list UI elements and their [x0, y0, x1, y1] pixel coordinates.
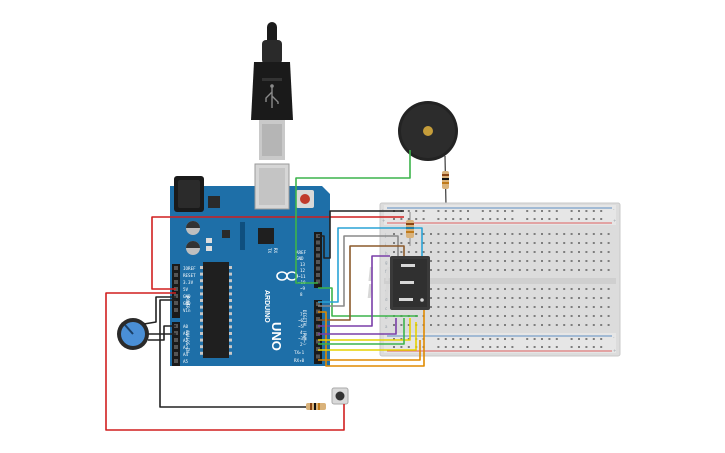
- usb-chip: [258, 228, 274, 244]
- pin-a1: A1: [183, 331, 189, 336]
- buzzer-center: [423, 126, 433, 136]
- resistor-buzzer[interactable]: [442, 171, 449, 189]
- pin-aref: AREF: [296, 250, 307, 255]
- rail-minus-bottom: -: [613, 335, 615, 340]
- arduino-infinity-icon: [276, 271, 298, 281]
- board-brand-label: ARDUINO: [263, 290, 270, 323]
- wire-gray: [318, 235, 399, 307]
- pin-a4: A4: [183, 352, 189, 357]
- pin-vin: Vin: [183, 308, 191, 313]
- pin-a0: A0: [183, 324, 189, 329]
- wires: [105, 150, 425, 431]
- board-model-label: UNO: [269, 322, 284, 351]
- wire-gnd-pot: [143, 296, 176, 325]
- pin-9: ~9: [300, 286, 306, 291]
- svg-text:g: g: [385, 260, 388, 265]
- wire-orange-1: [318, 310, 425, 367]
- pin-3v3: 3.3V: [183, 280, 194, 285]
- wire-orange-2: [318, 340, 421, 361]
- push-button[interactable]: [331, 387, 349, 405]
- pin-7: 7: [300, 312, 303, 317]
- svg-text:i: i: [385, 242, 386, 247]
- rail-plus-bottom: +: [613, 348, 616, 353]
- usb-cable[interactable]: [251, 22, 293, 160]
- breadboard[interactable]: - + - + - + j i h g f e d c b a: [379, 202, 621, 357]
- wire-purple-2: [318, 318, 397, 335]
- pin-reset: RESET: [183, 273, 196, 278]
- seven-segment-display[interactable]: 8: [367, 256, 430, 310]
- wire-purple: [318, 255, 390, 327]
- analog-header-label: ANALOG IN: [185, 330, 190, 353]
- pin-a3: A3: [183, 345, 189, 350]
- svg-text:c: c: [385, 306, 387, 311]
- wire-gnd-button: [159, 299, 306, 408]
- wire-buzzer: [295, 150, 411, 284]
- wire-pot-power: [105, 292, 345, 431]
- pin-4: 4: [300, 330, 303, 335]
- tx-led-label: TX: [267, 248, 272, 254]
- wire-a0-pot: [148, 325, 176, 341]
- svg-text:d: d: [385, 297, 388, 302]
- pin-11: ~11: [298, 274, 306, 279]
- pin-12: 12: [300, 268, 306, 273]
- potentiometer[interactable]: [117, 318, 149, 350]
- pin-ioref: IOREF: [183, 266, 196, 271]
- atmega-chip: [203, 262, 229, 358]
- rx-led-label: RX: [273, 248, 278, 254]
- pin-2: 2: [300, 342, 303, 347]
- arduino-uno-board[interactable]: ARDUINO UNO TX RX DIGITAL (PWM~) POWER A…: [170, 163, 330, 366]
- wire-green-3: [318, 318, 405, 345]
- svg-text:b: b: [385, 315, 388, 320]
- pin-a2: A2: [183, 338, 189, 343]
- wire-yellow-1: [318, 318, 411, 341]
- digital-header-bottom[interactable]: 7 ~6 ~5 4 ~3 2 TX▸1 RX◂0: [294, 300, 322, 364]
- pin-gnd-1: GND: [183, 294, 191, 299]
- pin-3: ~3: [298, 336, 304, 341]
- pin-tx: TX▸1: [294, 350, 305, 355]
- svg-text:a: a: [385, 324, 388, 329]
- pin-gnd-2: GND: [183, 301, 191, 306]
- wire-5v-rail: [151, 216, 404, 290]
- wire-cyan: [318, 227, 423, 303]
- piezo-buzzer[interactable]: [398, 101, 458, 207]
- rail-minus-top: -: [613, 207, 615, 212]
- svg-text:f: f: [385, 269, 387, 274]
- rail-plus-top-left: +: [382, 218, 385, 223]
- svg-text:h: h: [385, 251, 388, 256]
- rail-minus-top-left: -: [382, 207, 384, 212]
- power-header-label: POWER: [185, 296, 190, 309]
- wire-brown: [318, 245, 405, 321]
- rail-plus-top: +: [613, 218, 616, 223]
- resistor-button[interactable]: [306, 403, 326, 410]
- pin-13: 13: [300, 262, 306, 267]
- usb-icon: [265, 86, 279, 108]
- pin-6: ~6: [298, 318, 304, 323]
- power-header[interactable]: IOREF RESET 3.3V 5V GND GND Vin: [172, 264, 196, 318]
- pin-rx: RX◂0: [294, 358, 305, 363]
- pin-5: ~5: [298, 324, 304, 329]
- digital-header-label: DIGITAL (PWM~): [302, 310, 307, 345]
- wire-gnd-top: [318, 210, 404, 259]
- wire-yellow-2: [318, 322, 417, 351]
- pin-8: 8: [300, 292, 303, 297]
- pin-5v: 5V: [183, 287, 189, 292]
- pin-gnd-3: GND: [296, 256, 304, 261]
- pin-a5: A5: [183, 359, 189, 364]
